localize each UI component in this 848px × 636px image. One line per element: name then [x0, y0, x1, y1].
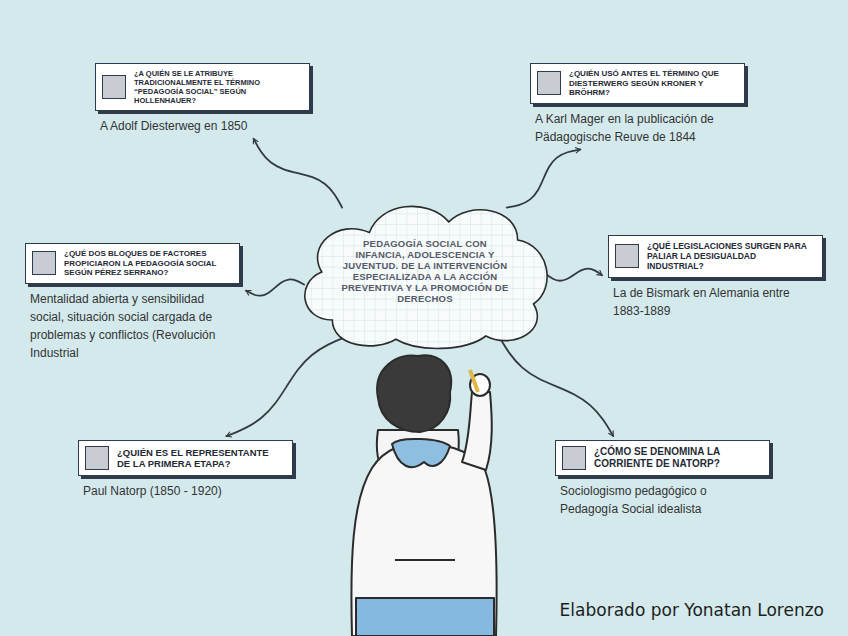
- question-box: ¿QUÉ LEGISLACIONES SURGEN PARA PALIAR LA…: [608, 235, 823, 278]
- question-box: ¿CÓMO SE DENOMINA LA CORRIENTE DE NATORP…: [555, 440, 770, 476]
- answer-text: A Karl Mager en la publicación de Pädago…: [535, 110, 725, 146]
- image-placeholder: [537, 71, 561, 95]
- answer-text: La de Bismark en Alemania entre 1883-188…: [613, 284, 803, 320]
- jeans: [356, 598, 494, 636]
- image-placeholder: [102, 75, 126, 99]
- raised-arm: [462, 392, 492, 470]
- question-card: ¿CÓMO SE DENOMINA LA CORRIENTE DE NATORP…: [555, 440, 770, 518]
- question-card: ¿QUÉ LEGISLACIONES SURGEN PARA PALIAR LA…: [608, 235, 823, 320]
- answer-text: A Adolf Diesterweg en 1850: [100, 117, 300, 135]
- cloud-shape: [305, 206, 547, 348]
- image-placeholder: [562, 446, 586, 470]
- answer-text: Paul Natorp (1850 - 1920): [83, 482, 293, 500]
- answer-text: Sociologismo pedagógico o Pedagogía Soci…: [560, 482, 760, 518]
- question-heading: ¿QUIÉN USÓ ANTES EL TÉRMINO QUE DIESTERW…: [569, 69, 736, 98]
- wavy-arrow: [254, 139, 343, 208]
- collar: [392, 439, 450, 467]
- student-figure: [351, 355, 496, 636]
- central-title: PEDAGOGÍA SOCIAL CON INFANCIA, ADOLESCEN…: [339, 239, 511, 305]
- question-box: ¿QUIÉN USÓ ANTES EL TÉRMINO QUE DIESTERW…: [530, 63, 745, 104]
- wavy-arrow: [546, 269, 602, 281]
- answer-text: Mentalidad abierta y sensibilidad social…: [30, 290, 220, 362]
- question-heading: ¿CÓMO SE DENOMINA LA CORRIENTE DE NATORP…: [594, 446, 761, 470]
- question-card: ¿QUIÉN USÓ ANTES EL TÉRMINO QUE DIESTERW…: [530, 63, 745, 146]
- question-box: ¿A QUIÉN SE LE ATRIBUYE TRADICIONALMENTE…: [95, 63, 310, 111]
- wavy-arrow: [499, 337, 613, 436]
- hoodie: [351, 445, 496, 636]
- question-heading: ¿A QUIÉN SE LE ATRIBUYE TRADICIONALMENTE…: [134, 69, 301, 105]
- image-placeholder: [32, 251, 56, 275]
- wavy-arrow: [507, 149, 581, 207]
- question-heading: ¿QUIÉN ES EL REPRESENTANTE DE LA PRIMERA…: [117, 447, 284, 470]
- question-card: ¿A QUIÉN SE LE ATRIBUYE TRADICIONALMENTE…: [95, 63, 310, 135]
- question-card: ¿QUIÉN ES EL REPRESENTANTE DE LA PRIMERA…: [78, 440, 293, 500]
- hoodie-hem: [356, 597, 494, 599]
- image-placeholder: [85, 446, 109, 470]
- question-card: ¿QUÉ DOS BLOQUES DE FACTORES PROPICIARON…: [25, 243, 240, 362]
- wavy-arrow: [246, 279, 304, 295]
- image-placeholder: [615, 244, 639, 268]
- question-heading: ¿QUÉ LEGISLACIONES SURGEN PARA PALIAR LA…: [647, 241, 814, 272]
- hair: [377, 355, 451, 432]
- question-box: ¿QUIÉN ES EL REPRESENTANTE DE LA PRIMERA…: [78, 440, 293, 476]
- question-box: ¿QUÉ DOS BLOQUES DE FACTORES PROPICIARON…: [25, 243, 240, 284]
- pocket-line: [395, 559, 455, 561]
- question-heading: ¿QUÉ DOS BLOQUES DE FACTORES PROPICIARON…: [64, 249, 231, 278]
- cloud-grid: [305, 206, 547, 348]
- pen: [470, 370, 478, 392]
- wavy-arrow: [226, 337, 347, 437]
- central-cloud: PEDAGOGÍA SOCIAL CON INFANCIA, ADOLESCEN…: [290, 192, 560, 352]
- credit-note: Elaborado por Yonatan Lorenzo: [560, 600, 824, 620]
